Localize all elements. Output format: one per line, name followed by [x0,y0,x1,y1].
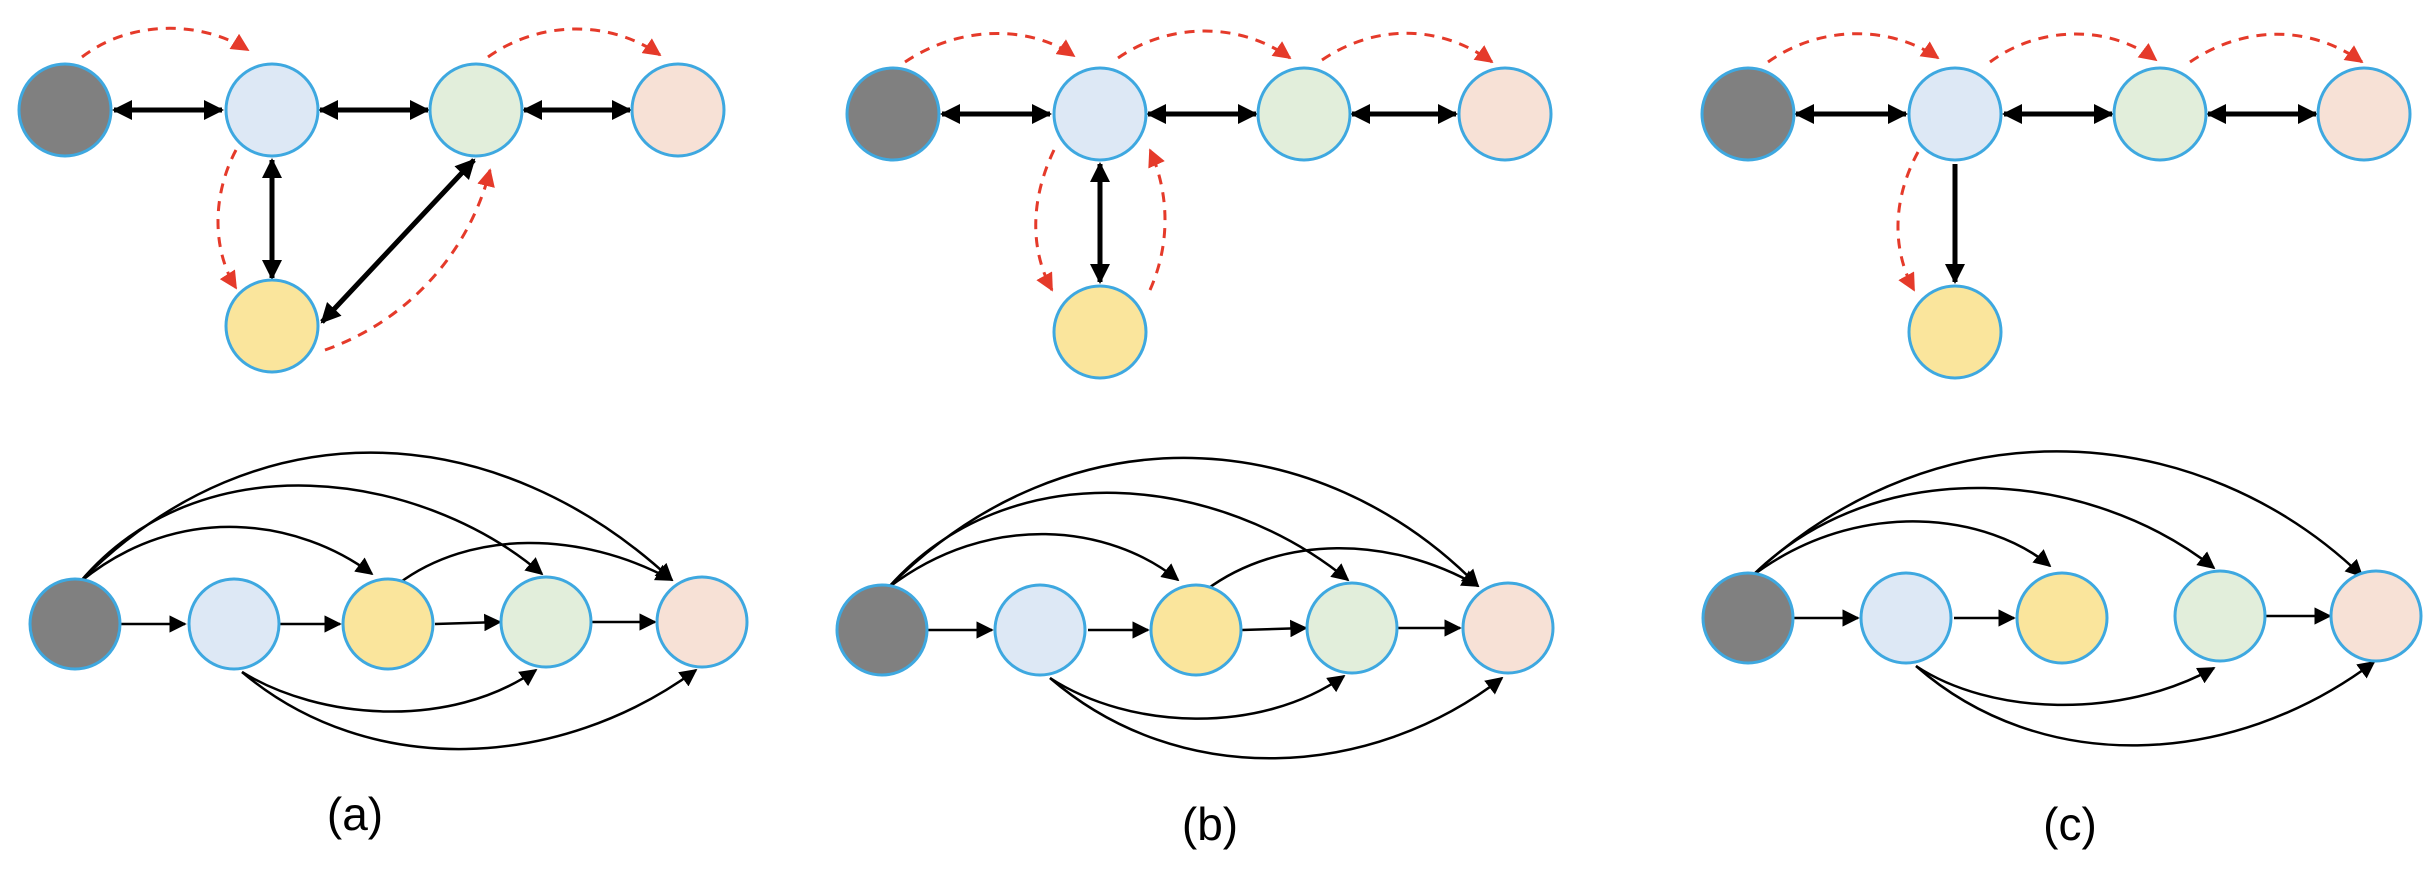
edge-dark-peach [79,451,674,583]
edge-blue-peach [1915,660,2376,747]
edge-dark-peach [1751,450,2364,578]
panel-c-bottom-edges [1751,450,2376,747]
node-peach [655,575,749,669]
flow-arrow-yellow-green [324,168,495,352]
panel-a-top-nodes [17,62,726,374]
panel-c-bottom-graph [1701,450,2423,747]
flow-arrow-blue-yellow [1034,149,1056,292]
node-dark [17,62,113,158]
panel-a-bottom-edges [79,451,698,751]
panel-b-bottom-edges [887,456,1504,760]
node-green [2173,569,2267,663]
node-yellow [2015,571,2109,665]
edge-blue-green [241,668,538,713]
node-green [1256,66,1352,162]
edge-yellow-peach [397,541,674,586]
flow-arrow-blue-green [1117,29,1292,60]
node-dark [1700,66,1796,162]
edge-yellow-green [1241,619,1308,638]
node-peach [2329,569,2423,663]
edge-dark-green [79,484,544,583]
panel-c-bottom-nodes [1701,569,2423,665]
node-peach [2316,66,2412,162]
panel-a-bottom-graph [28,451,749,751]
edge-yellow-green [320,158,476,324]
node-yellow [1907,284,2003,380]
node-yellow [341,577,435,671]
node-green [1305,581,1399,675]
node-blue [993,583,1087,677]
edge-yellow-peach [1205,547,1480,592]
panel-b-bottom-graph [835,456,1555,760]
flow-arrow-dark-blue [81,26,250,59]
flow-arrow-dark-blue [904,32,1076,64]
panel-b-top-nodes [845,66,1553,380]
panel-b-bottom-nodes [835,581,1555,677]
node-peach [1457,66,1553,162]
flow-arrow-green-peach [487,27,662,59]
edge-dark-yellow [79,525,374,583]
caption-b: (b) [1182,798,1238,850]
node-dark [1701,571,1795,665]
node-blue [1052,66,1148,162]
node-dark [835,583,929,677]
caption-a: (a) [327,788,383,840]
caption-c: (c) [2043,798,2097,850]
panel-a-top-graph [17,26,726,374]
node-yellow [224,278,320,374]
flow-arrow-green-peach [1321,31,1494,64]
flow-arrow-green-peach [2189,32,2364,64]
panel-b-flow-arrows [904,29,1494,292]
panel-a-bottom-nodes [28,575,749,671]
node-green [499,575,593,669]
node-yellow [1149,583,1243,677]
node-blue [1859,571,1953,665]
panel-c-flow-arrows [1767,32,2364,292]
panel-c-top-edges [1794,104,2318,284]
flow-arrow-blue-yellow [216,149,238,290]
panel-a-top-edges [112,100,632,324]
edge-dark-yellow [887,532,1180,589]
edge-blue-peach [241,668,698,751]
edge-yellow-green [434,613,502,632]
panel-c-top-graph [1700,32,2412,380]
node-peach [630,62,726,158]
panel-b-top-graph [845,29,1553,380]
node-blue [224,62,320,158]
edge-dark-green [1751,486,2216,577]
panel-c-top-nodes [1700,66,2412,380]
edge-blue-green [1049,674,1346,720]
flow-arrow-dark-blue [1767,32,1940,64]
node-blue [187,577,281,671]
flow-arrow-yellow-blue [1148,148,1167,291]
panel-a-flow-arrows [81,26,662,352]
node-blue [1907,66,2003,162]
flow-arrow-blue-green [1989,32,2158,64]
node-dark [845,66,941,162]
edge-blue-green [1915,664,2216,707]
panel-b-top-edges [940,104,1458,284]
edge-dark-green [887,491,1350,589]
node-dark [28,577,122,671]
node-peach [1461,581,1555,675]
node-green [2112,66,2208,162]
panel-b: (b) [835,29,1555,850]
node-yellow [1052,284,1148,380]
panel-c: (c) [1700,32,2423,850]
edge-dark-peach [887,456,1480,589]
edge-blue-peach [1049,676,1504,760]
flow-arrow-blue-yellow [1896,151,1920,292]
node-green [428,62,524,158]
edge-dark-yellow [1751,520,2052,578]
panel-a: (a) [17,26,749,840]
